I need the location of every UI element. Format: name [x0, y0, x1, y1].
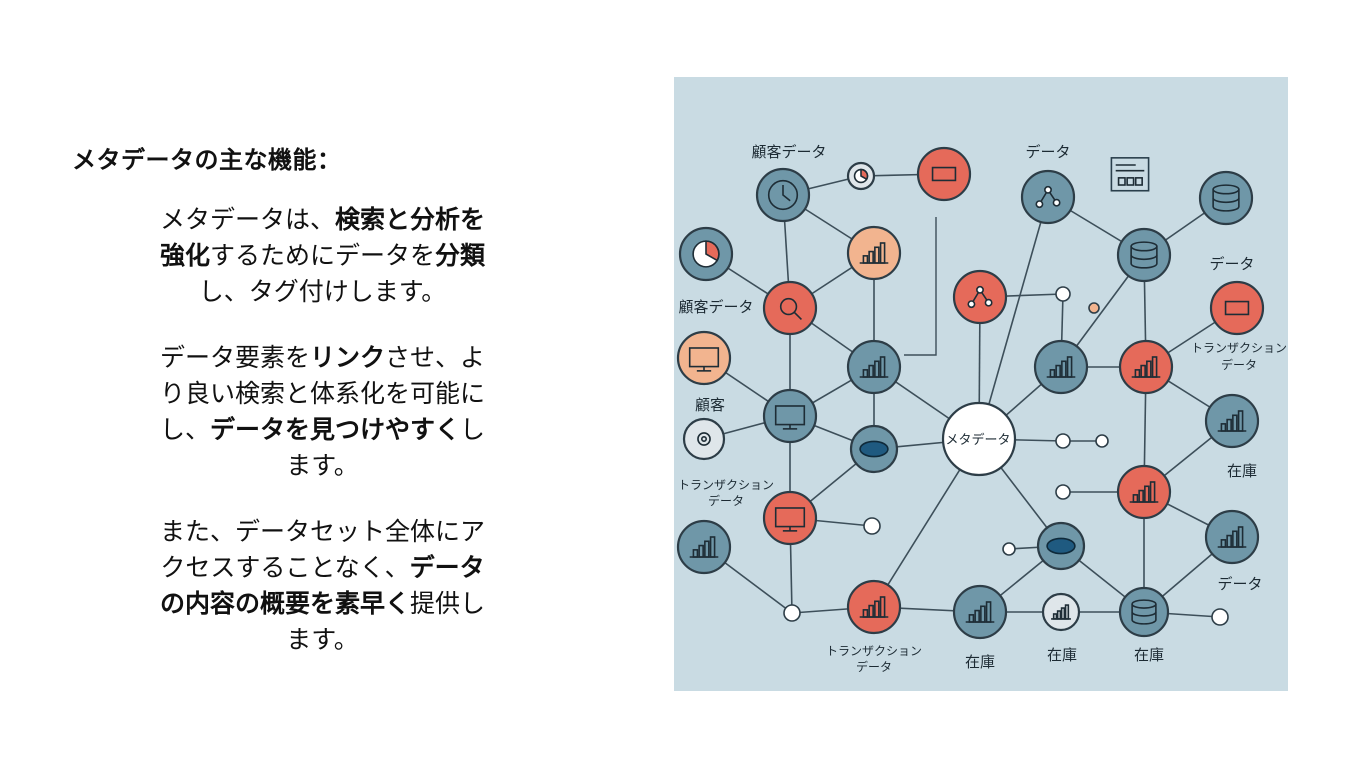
bars-node	[676, 519, 732, 575]
page-heading: メタデータの主な機能：	[72, 146, 342, 174]
network-svg: 顧客データ データ データ 顧客データ トランザクション データ 顧客 在庫 ト…	[676, 143, 1287, 674]
monitor-node	[762, 388, 818, 444]
label-customer-data-top: 顧客データ	[751, 143, 826, 161]
bars-node	[1118, 339, 1174, 395]
label-customer-data-left: 顧客データ	[678, 298, 753, 316]
metadata-network-diagram: 顧客データ データ データ 顧客データ トランザクション データ 顧客 在庫 ト…	[674, 77, 1288, 691]
dot-node	[1211, 608, 1229, 626]
dot-node	[941, 401, 1017, 477]
text-run: また、データセット全体にアクセスすることなく、	[159, 517, 485, 582]
text-run: 提供します。	[286, 589, 486, 654]
text-run-bold: 分類	[435, 241, 486, 270]
db-node	[1118, 586, 1170, 638]
dot-node	[1095, 434, 1109, 448]
label-inventory-bottom-3: 在庫	[1134, 646, 1164, 664]
bars-node	[952, 584, 1008, 640]
text-run-bold: データを見つけやすく	[209, 415, 460, 444]
text-run: するためにデータを	[209, 241, 435, 270]
label-customer-left: 顧客	[695, 396, 725, 414]
description-text: メタデータは、検索と分析を強化するためにデータを分類し、タグ付けします。 データ…	[150, 202, 495, 688]
label-transaction-left: トランザクション	[678, 478, 774, 492]
bars-node	[1204, 393, 1260, 449]
label-transaction-bottom-2: データ	[856, 659, 892, 674]
label-transaction-right: トランザクション	[1191, 341, 1287, 355]
network-node	[1020, 169, 1076, 225]
disk-node	[849, 424, 899, 474]
label-transaction-left-2: データ	[708, 493, 744, 508]
text-run: し、タグ付けします。	[198, 277, 447, 306]
paragraph-1: メタデータは、検索と分析を強化するためにデータを分類し、タグ付けします。	[150, 202, 495, 310]
chart-outline-node	[916, 146, 972, 202]
label-inventory-right: 在庫	[1227, 462, 1257, 480]
clock-node	[755, 167, 811, 223]
label-data-top: データ	[1025, 143, 1070, 161]
disk-node	[1036, 521, 1086, 571]
label-inventory-bottom-1: 在庫	[965, 653, 995, 671]
label-transaction-bottom: トランザクション	[826, 644, 922, 658]
db-node	[1116, 227, 1172, 283]
bars-node	[1041, 592, 1081, 632]
label-data-right: データ	[1209, 255, 1254, 273]
bars-node	[1033, 339, 1089, 395]
text-run: メタデータは、	[159, 205, 335, 234]
paragraph-2: データ要素をリンクさせ、より良い検索と体系化を可能にし、データを見つけやすくしま…	[150, 340, 495, 484]
bars-node	[846, 225, 902, 281]
text-run: させ、より良い検索と体系化を可能にし、	[159, 343, 486, 444]
text-run-bold: 検索と分析を強化	[159, 205, 486, 270]
rect-node	[1209, 280, 1265, 336]
text-run-bold: リンク	[309, 343, 385, 372]
network-node	[952, 269, 1008, 325]
text-run: します。	[286, 415, 486, 480]
doc-node	[1104, 149, 1156, 201]
gear-node	[682, 417, 726, 461]
bars-node	[846, 339, 902, 395]
pie-node	[846, 161, 876, 191]
nodes	[676, 146, 1265, 640]
label-inventory-bottom-2: 在庫	[1047, 646, 1077, 664]
dot-node	[783, 604, 801, 622]
dot-node	[1088, 302, 1100, 314]
bars-node	[846, 579, 902, 635]
text-run: データ要素を	[159, 343, 310, 372]
paragraph-3: また、データセット全体にアクセスすることなく、データの内容の概要を素早く提供しま…	[150, 514, 495, 658]
monitor-node	[676, 330, 732, 386]
search-node	[762, 280, 818, 336]
dot-node	[863, 517, 881, 535]
bars-node	[1116, 464, 1172, 520]
monitor-node	[762, 490, 818, 546]
dot-node	[1055, 433, 1071, 449]
text-run-bold: データの内容の概要を素早く	[159, 553, 485, 618]
center-metadata-label: メタデータ	[945, 432, 1010, 448]
label-data-bottom-right: データ	[1217, 575, 1262, 593]
labels: 顧客データ データ データ 顧客データ トランザクション データ 顧客 在庫 ト…	[678, 143, 1287, 674]
label-transaction-right-2: データ	[1221, 357, 1257, 372]
db-node	[1198, 170, 1254, 226]
bars-node	[1204, 509, 1260, 565]
dot-node	[1055, 286, 1071, 302]
dot-node	[1002, 542, 1016, 556]
dot-node	[1055, 484, 1071, 500]
edge	[904, 217, 937, 356]
pie-node	[678, 226, 734, 282]
edge	[978, 196, 1049, 440]
